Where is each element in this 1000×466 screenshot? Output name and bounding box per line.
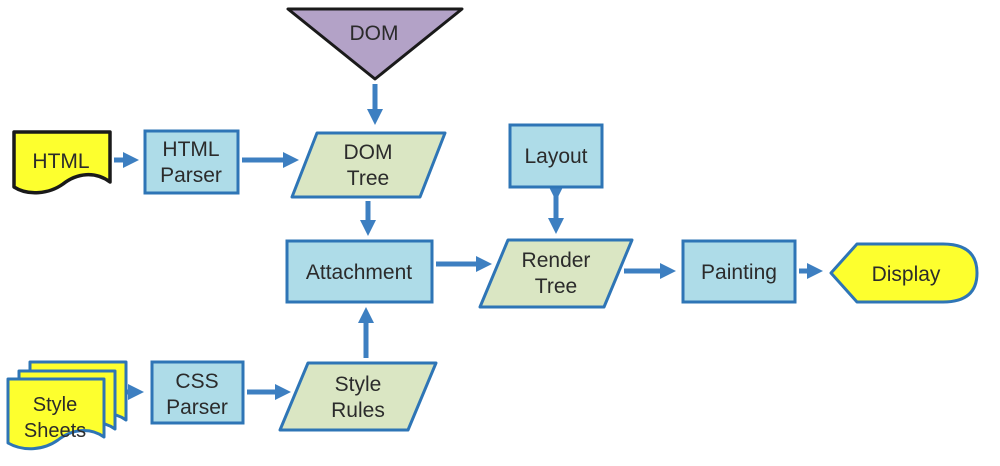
node-style-sheets-stack: Style Sheets — [6, 360, 128, 451]
node-render-tree-line1: Render — [522, 249, 591, 272]
node-style-sheets-line2: Sheets — [24, 420, 86, 442]
node-display-label: Display — [872, 263, 941, 286]
node-html-parser: HTML Parser — [143, 129, 240, 195]
node-dom-triangle: DOM — [286, 7, 464, 81]
node-layout: Layout — [508, 123, 604, 189]
node-css-parser: CSS Parser — [150, 360, 245, 425]
node-attachment-label: Attachment — [306, 261, 412, 284]
node-painting-label: Painting — [701, 261, 777, 284]
node-html-parser-line1: HTML — [162, 138, 219, 161]
node-dom-tree-line2: Tree — [347, 167, 389, 190]
node-layout-label: Layout — [524, 145, 587, 168]
node-painting: Painting — [681, 239, 797, 304]
node-style-rules: Style Rules — [278, 361, 438, 432]
node-style-sheets-line1: Style — [33, 394, 77, 416]
node-html-document: HTML — [12, 130, 112, 195]
node-style-rules-line2: Rules — [331, 399, 385, 422]
node-render-tree: Render Tree — [478, 238, 634, 309]
node-display: Display — [829, 242, 979, 304]
node-html-label: HTML — [32, 150, 89, 173]
node-dom-tree: DOM Tree — [290, 131, 447, 199]
node-css-parser-line2: Parser — [166, 396, 228, 419]
node-style-rules-line1: Style — [335, 373, 382, 396]
node-attachment: Attachment — [285, 239, 434, 304]
node-dom-tree-line1: DOM — [344, 141, 393, 164]
node-css-parser-line1: CSS — [175, 370, 218, 393]
node-dom-label: DOM — [350, 22, 399, 45]
node-render-tree-line2: Tree — [535, 275, 577, 298]
node-html-parser-line2: Parser — [160, 164, 222, 187]
